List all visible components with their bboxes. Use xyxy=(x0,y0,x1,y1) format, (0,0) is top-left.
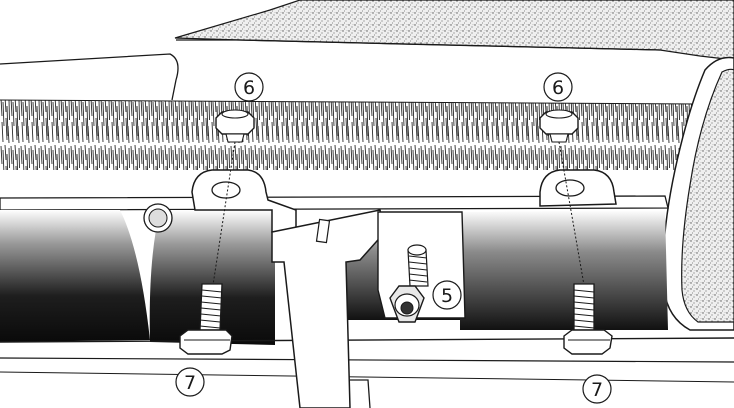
callout-6-right: 6 xyxy=(543,72,573,102)
left-bracket-hole xyxy=(211,181,241,199)
callout-5-label: 5 xyxy=(441,285,453,307)
callout-6-right-label: 6 xyxy=(552,77,564,99)
stud xyxy=(407,244,429,287)
rail-hole xyxy=(143,203,173,233)
callout-7-right-label: 7 xyxy=(591,379,603,401)
streaked-band xyxy=(0,100,700,170)
rail-channel-mid xyxy=(149,210,275,345)
top-carpet-texture xyxy=(174,0,734,61)
nut-6-left xyxy=(215,109,255,143)
nut-5 xyxy=(389,285,425,323)
frame-leg-slot xyxy=(315,218,331,244)
callout-7-left-label: 7 xyxy=(184,372,196,394)
bolt-7-right xyxy=(563,283,613,355)
rail-channel-right xyxy=(460,210,668,330)
right-side-panel-texture xyxy=(681,68,734,323)
callout-6-left: 6 xyxy=(234,72,264,102)
nut-6-right xyxy=(539,109,579,143)
callout-7-left: 7 xyxy=(175,367,205,397)
right-bracket-hole xyxy=(555,179,585,197)
assembly-line-left xyxy=(212,141,236,286)
bolt-7-left xyxy=(179,283,233,355)
rail-channel-left xyxy=(0,210,150,342)
callout-7-right: 7 xyxy=(582,374,612,404)
callout-6-left-label: 6 xyxy=(243,77,255,99)
upper-panel-outline xyxy=(0,53,179,101)
assembly-line-right xyxy=(558,141,585,286)
callout-5: 5 xyxy=(432,280,462,310)
